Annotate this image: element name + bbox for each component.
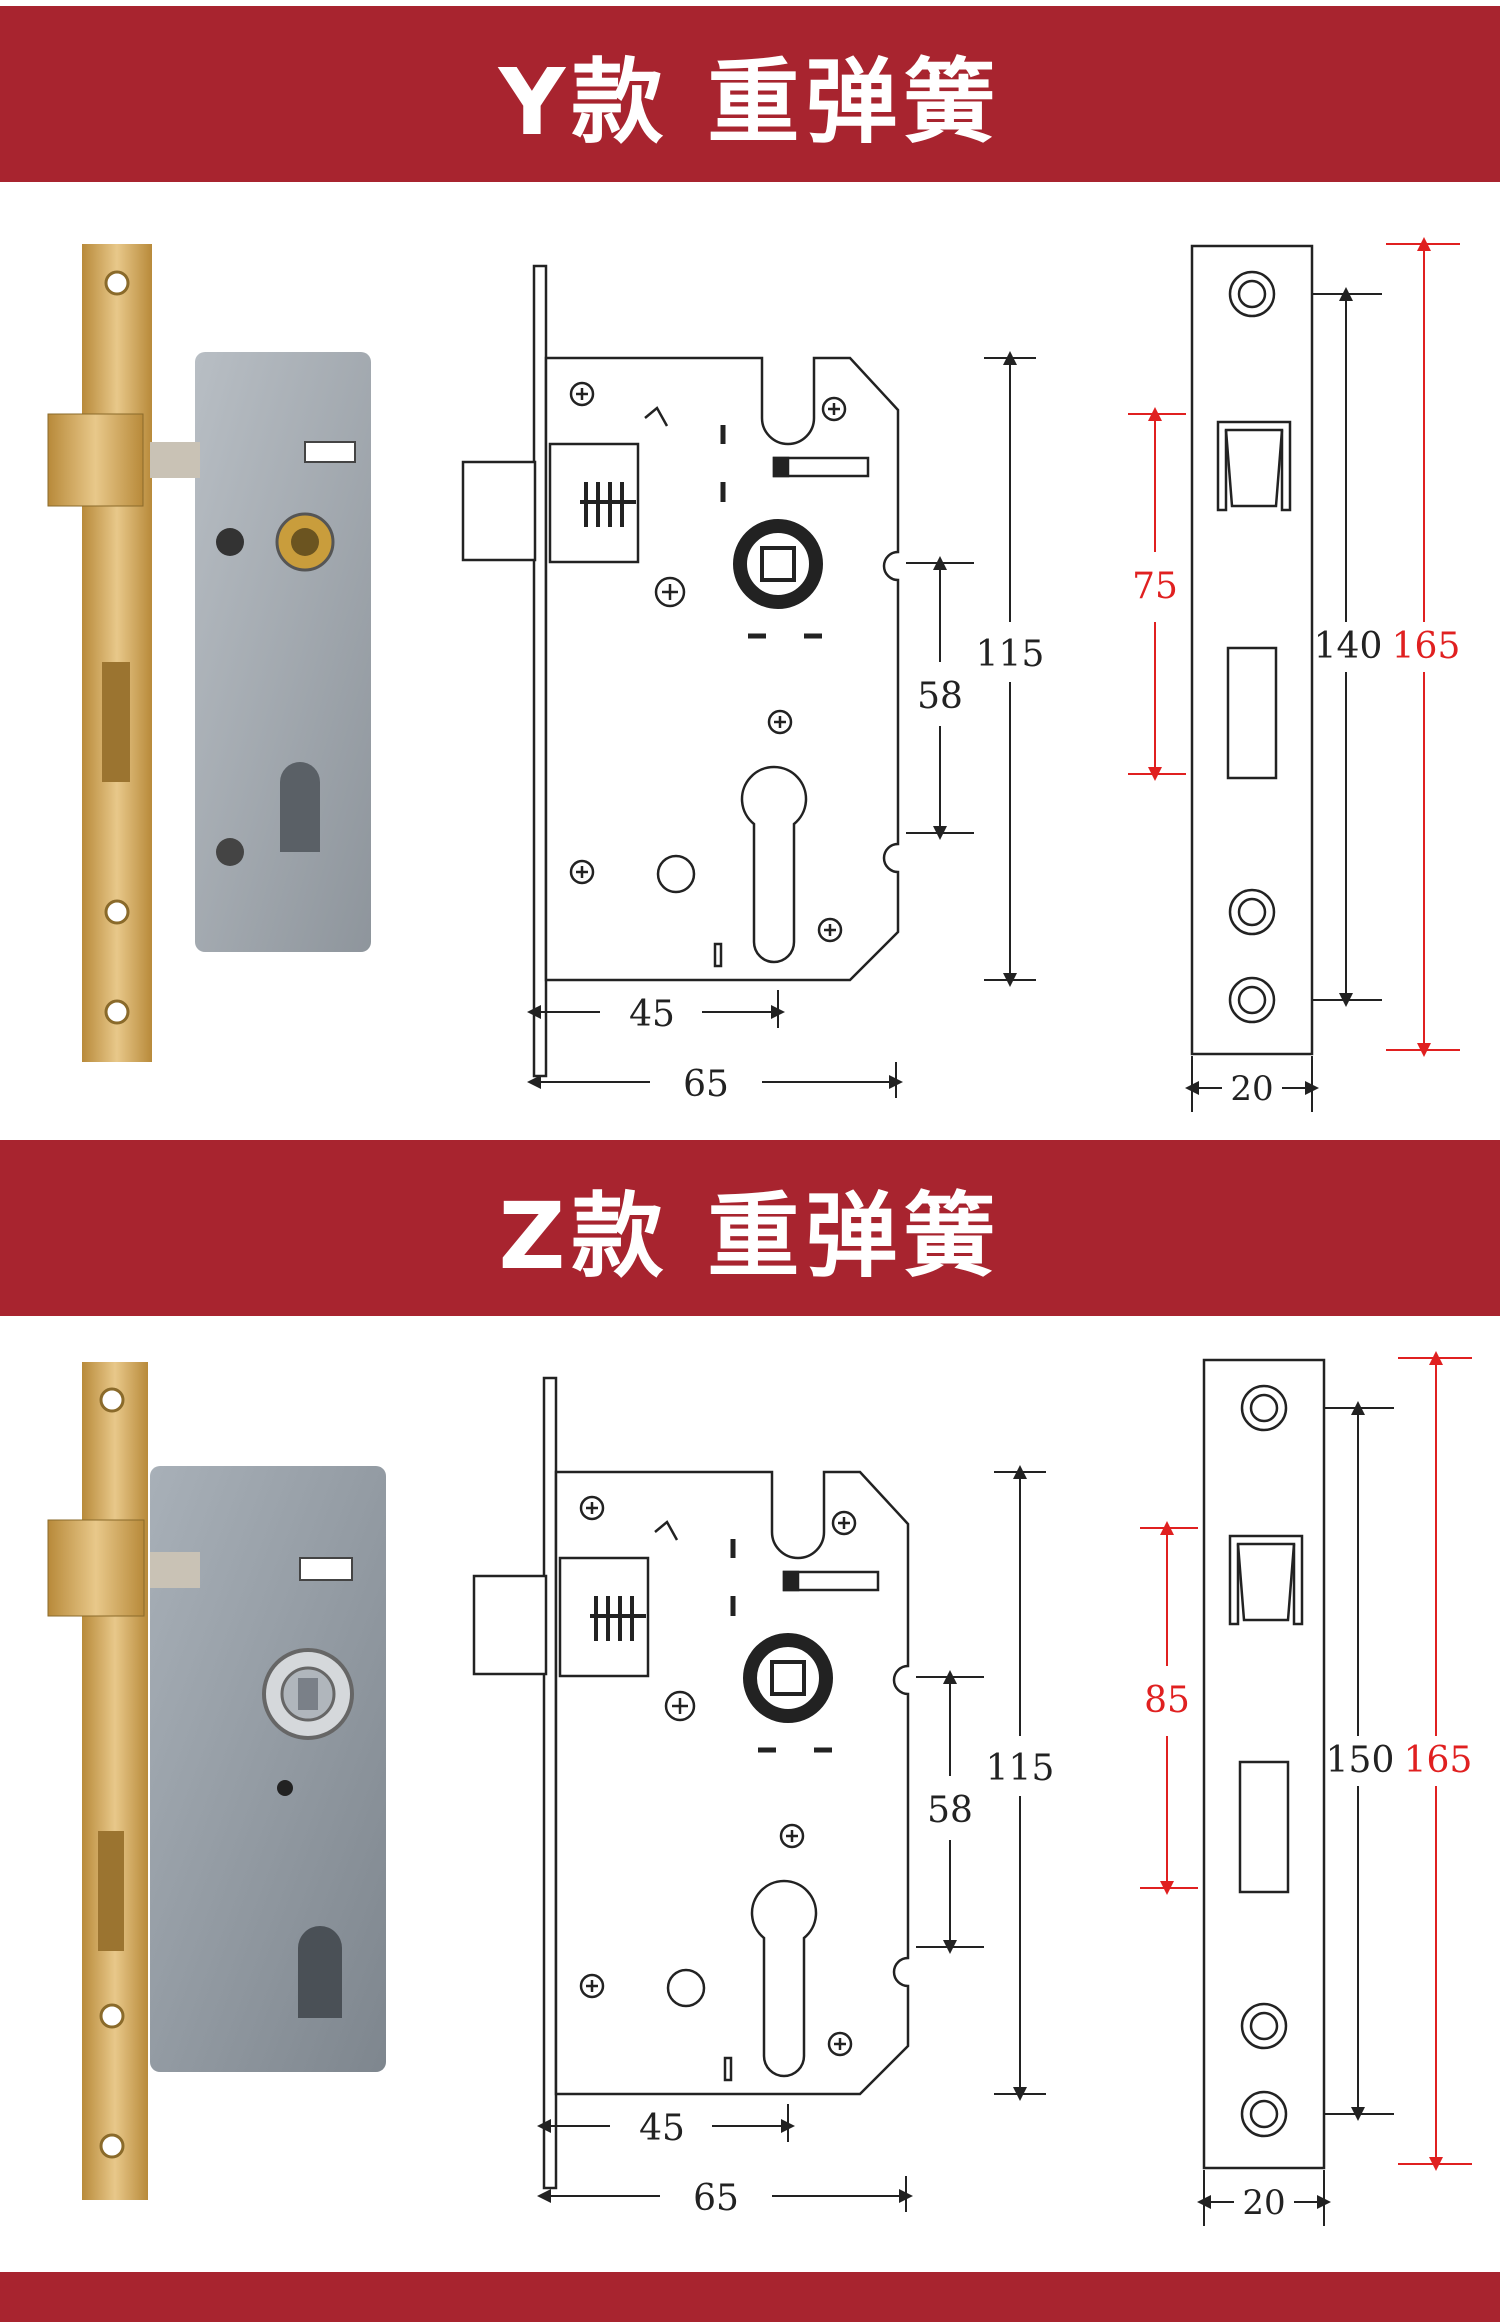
section-panel-y: 45 65 58 115	[0, 182, 1500, 1140]
dim-20-y: 20	[1230, 1069, 1273, 1109]
dim-45-y: 45	[629, 994, 675, 1035]
dim-65-z: 65	[693, 2178, 739, 2219]
dim-45-z: 45	[639, 2108, 685, 2149]
lock-photo-y	[47, 244, 371, 1062]
dim-165-z: 165	[1404, 1740, 1473, 1781]
dim-115-y: 115	[976, 634, 1045, 675]
lock-photo-z	[47, 1362, 386, 2200]
dim-65-y: 65	[683, 1064, 729, 1105]
faceplate-drawing-y	[1190, 244, 1314, 1056]
dim-140-y: 140	[1314, 626, 1383, 667]
section-banner-y: Y款 重弹簧	[0, 6, 1500, 182]
faceplate-drawing-z	[1202, 1358, 1326, 2170]
dim-85-z: 85	[1144, 1680, 1190, 1721]
lock-diagrams-z: 45 65 58 115	[47, 1351, 1473, 2226]
lock-diagrams-y: 45 65 58 115	[47, 237, 1461, 1112]
section-banner-z: Z款 重弹簧	[0, 1140, 1500, 1316]
section-panel-z: 45 65 58 115	[0, 1316, 1500, 2272]
front-dimensions-z	[537, 1465, 1046, 2212]
dim-58-y: 58	[917, 676, 963, 717]
faceplate-dimensions-y	[1128, 237, 1460, 1112]
dim-115-z: 115	[986, 1748, 1055, 1789]
dim-165-y: 165	[1392, 626, 1461, 667]
section-banner-next	[0, 2272, 1500, 2322]
front-drawing-y	[461, 264, 900, 1078]
dim-58-z: 58	[927, 1790, 973, 1831]
dim-75-y: 75	[1132, 566, 1178, 607]
front-dimensions-y	[527, 351, 1036, 1098]
section-title-z: Z款 重弹簧	[498, 1182, 1002, 1290]
dim-20-z: 20	[1242, 2183, 1285, 2223]
front-drawing-z	[472, 1376, 910, 2190]
dim-150-z: 150	[1326, 1740, 1395, 1781]
section-title-y: Y款 重弹簧	[498, 48, 1002, 156]
faceplate-dimensions-z	[1140, 1351, 1472, 2226]
